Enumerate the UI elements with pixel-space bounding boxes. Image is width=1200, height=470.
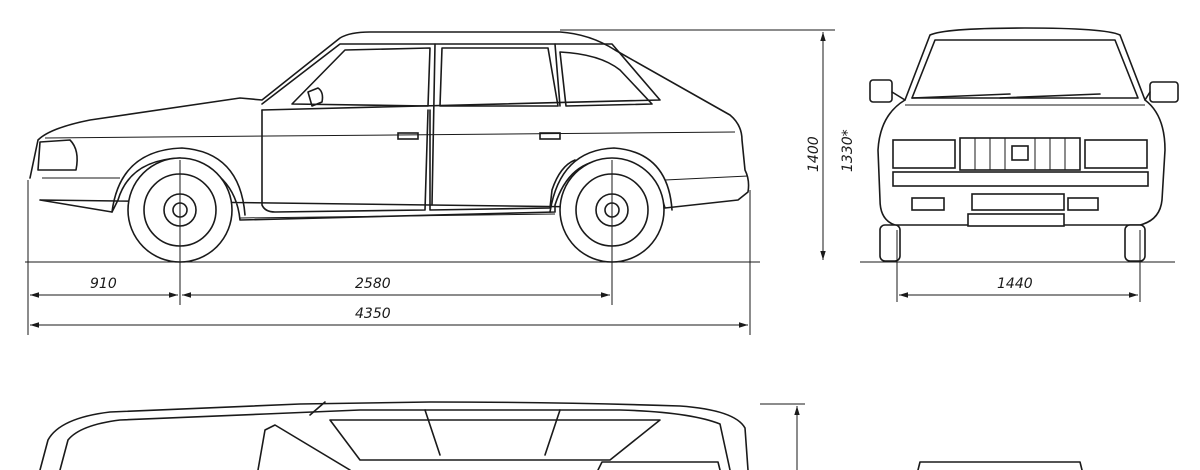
dim-height-a: 1400 (806, 136, 822, 172)
grille-badge (1011, 145, 1029, 161)
grille-bars (974, 138, 1066, 170)
top-pillar-1 (424, 409, 441, 456)
rear-wheel-arch (549, 147, 673, 213)
side-mirror (307, 87, 324, 107)
top-pillar-2 (544, 409, 561, 456)
dim-height-b: 1330* (840, 129, 856, 172)
side-front-window (291, 47, 431, 107)
b-pillar (431, 43, 436, 206)
top-body-outline (39, 401, 749, 470)
dim-wheelbase: 2580 (355, 276, 391, 292)
front-headlight-right (1084, 139, 1148, 169)
belt-line (44, 131, 736, 139)
plate-holder (971, 193, 1065, 211)
rear-door-outline (429, 109, 576, 211)
dim-track-width: 1440 (997, 276, 1033, 292)
front-tyre-left (879, 224, 901, 262)
front-wheel-arch (111, 147, 246, 216)
top-roof-outline (59, 409, 731, 470)
front-fog-right (1067, 197, 1099, 211)
top-windshield (257, 424, 351, 470)
front-wiper-left (911, 93, 1011, 99)
front-body-outline (877, 27, 1166, 226)
front-wiper-right (999, 93, 1101, 99)
side-window-frame (261, 43, 661, 111)
lower-valance (967, 213, 1065, 227)
front-mirror-left (869, 79, 893, 103)
front-fog-left (911, 197, 945, 211)
side-headlight (37, 139, 78, 171)
top-rear-panel (597, 461, 721, 470)
rear-view-partial (917, 461, 1083, 470)
front-headlight-left (892, 139, 956, 169)
sill-line (239, 213, 556, 219)
front-door-outline (261, 109, 429, 213)
mirror-arm-left (891, 91, 906, 101)
top-sunroof (329, 419, 661, 461)
side-quarter-window (559, 51, 653, 107)
side-view: 910 2580 4350 1400 1330* (25, 29, 856, 335)
front-door-handle (397, 132, 419, 140)
front-tyre-right (1124, 224, 1146, 262)
c-pillar (554, 43, 561, 107)
top-antenna (309, 401, 326, 416)
front-view: 1440 (860, 27, 1179, 302)
front-windshield (911, 39, 1139, 99)
dim-front-overhang: 910 (90, 276, 117, 292)
mirror-arm-right (1144, 91, 1151, 101)
side-rear-window (439, 47, 559, 107)
front-bumper (892, 171, 1149, 187)
top-view (39, 401, 1083, 470)
dim-overall-length: 4350 (355, 306, 391, 322)
front-mirror-right (1149, 81, 1179, 103)
rear-bumper-line (664, 175, 749, 181)
rear-door-handle (539, 132, 561, 140)
